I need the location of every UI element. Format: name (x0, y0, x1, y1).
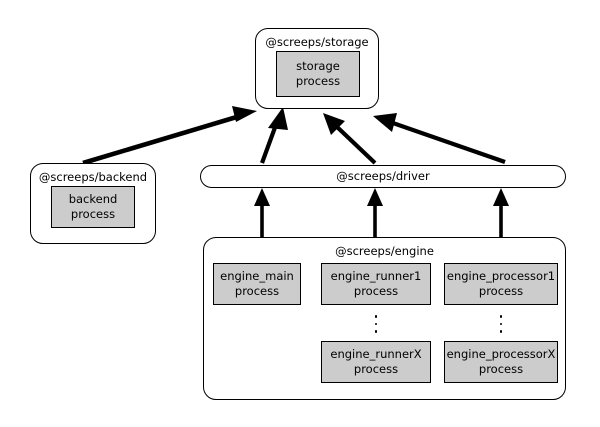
process-name-engine-runner1: engine_runner1 (330, 269, 422, 283)
process-box-storage-process[interactable]: storage process (276, 51, 360, 97)
package-screeps-storage[interactable]: @screeps/storage storage process (255, 28, 379, 109)
process-name-engine-main: engine_main (220, 269, 294, 283)
process-kind-engine-runnerx: process (353, 362, 399, 376)
process-name-engine-processorx: engine_processorX (446, 347, 556, 361)
package-label-storage: @screeps/storage (265, 35, 369, 49)
vertical-ellipsis-icon-runner (369, 313, 383, 335)
process-kind-backend: process (70, 207, 116, 221)
process-box-engine-runner1[interactable]: engine_runner1 process (321, 263, 431, 305)
process-kind-engine-runner1: process (353, 284, 399, 298)
process-box-engine-processor1[interactable]: engine_processor1 process (444, 263, 558, 305)
process-box-backend-process[interactable]: backend process (51, 186, 135, 228)
process-box-engine-main[interactable]: engine_main process (213, 263, 301, 305)
package-label-engine: @screeps/engine (335, 244, 434, 258)
process-name-storage: storage (296, 59, 340, 73)
arrow-driver-right-to-storage (373, 113, 506, 164)
arrow-driver-left-to-storage (260, 107, 288, 164)
process-kind-engine-processorx: process (478, 362, 524, 376)
process-box-engine-runnerx[interactable]: engine_runnerX process (321, 341, 431, 383)
package-screeps-backend[interactable]: @screeps/backend backend process (30, 163, 156, 244)
process-name-engine-runnerx: engine_runnerX (330, 347, 422, 361)
arrow-engine-mid-to-driver (367, 188, 383, 237)
package-label-driver: @screeps/driver (336, 169, 430, 183)
package-label-backend: @screeps/backend (38, 170, 148, 184)
arrow-backend-to-storage (82, 106, 257, 166)
process-kind-engine-processor1: process (478, 284, 524, 298)
arrow-engine-right-to-driver (493, 188, 509, 237)
process-name-backend: backend (68, 192, 118, 206)
package-screeps-driver[interactable]: @screeps/driver (200, 165, 566, 188)
arrow-driver-mid-to-storage (323, 113, 377, 165)
process-box-engine-processorx[interactable]: engine_processorX process (444, 341, 558, 383)
process-name-engine-processor1: engine_processor1 (446, 269, 556, 283)
arrow-engine-left-to-driver (254, 188, 270, 237)
process-kind-storage: process (295, 74, 341, 88)
package-screeps-engine[interactable]: @screeps/engine engine_main process engi… (203, 237, 566, 400)
process-kind-engine-main: process (234, 284, 280, 298)
vertical-ellipsis-icon-processor (494, 313, 508, 335)
